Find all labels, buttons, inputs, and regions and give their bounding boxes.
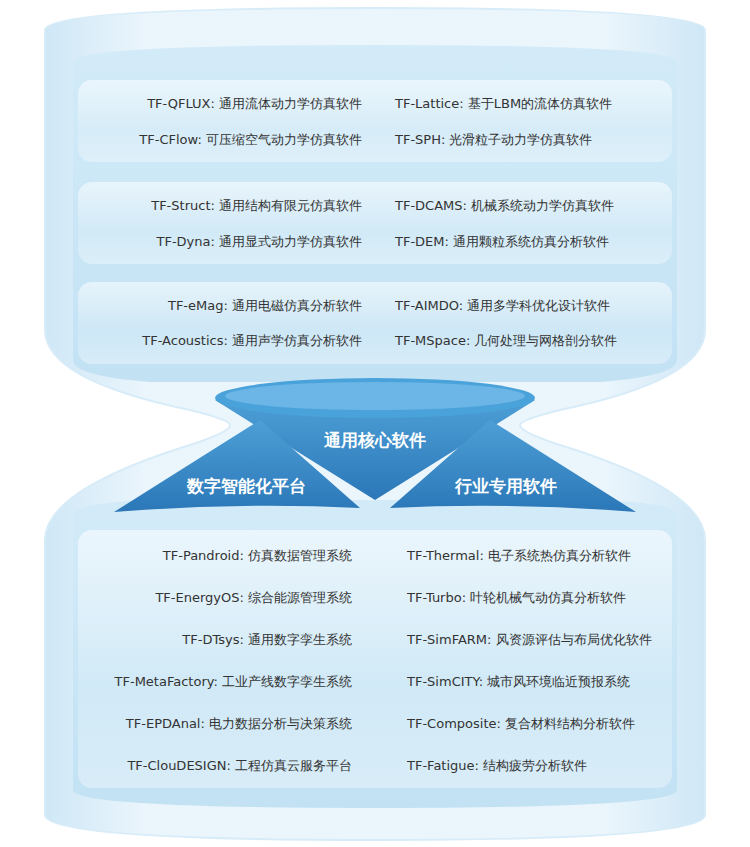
disk-top <box>215 378 535 418</box>
software-item: TF-Thermal: 电子系统热仿真分析软件 <box>407 548 631 564</box>
software-item: TF-Dyna: 通用显式动力学仿真软件 <box>156 234 362 250</box>
software-item: TF-MSpace: 几何处理与网格剖分软件 <box>395 333 617 349</box>
left-triangle <box>114 420 360 512</box>
software-item: TF-CFlow: 可压缩空气动力学仿真软件 <box>139 132 362 148</box>
software-item: TF-SimCITY: 城市风环境临近预报系统 <box>407 674 630 690</box>
software-item: TF-Composite: 复合材料结构分析软件 <box>407 716 635 732</box>
software-item: TF-DCAMS: 机械系统动力学仿真软件 <box>395 198 614 214</box>
software-item: TF-Acoustics: 通用声学仿真分析软件 <box>142 333 362 349</box>
category-shape: 数字智能化平台 <box>108 416 370 514</box>
category-label: 行业专用软件 <box>455 476 557 496</box>
software-band: TF-eMag: 通用电磁仿真分析软件 TF-AIMDO: 通用多学科优化设计软件… <box>78 282 672 364</box>
software-item: TF-QFLUX: 通用流体动力学仿真软件 <box>147 96 362 112</box>
software-item: TF-AIMDO: 通用多学科优化设计软件 <box>395 298 610 314</box>
software-item: TF-Turbo: 叶轮机械气动仿真分析软件 <box>407 590 626 606</box>
software-item: TF-eMag: 通用电磁仿真分析软件 <box>168 298 362 314</box>
software-item: TF-DEM: 通用颗粒系统仿真分析软件 <box>395 234 609 250</box>
category-shape: 行业专用软件 <box>380 416 642 514</box>
category-label: 数字智能化平台 <box>187 476 306 496</box>
software-item: TF-SPH: 光滑粒子动力学仿真软件 <box>395 132 593 148</box>
software-item: TF-Pandroid: 仿真数据管理系统 <box>163 548 352 564</box>
software-item: TF-EPDAnal: 电力数据分析与决策系统 <box>126 716 352 732</box>
disk-highlight <box>225 382 525 410</box>
software-band: TF-Struct: 通用结构有限元仿真软件 TF-DCAMS: 机械系统动力学仿… <box>78 182 672 264</box>
software-item: TF-DTsys: 通用数字孪生系统 <box>182 632 352 648</box>
software-band: TF-QFLUX: 通用流体动力学仿真软件 TF-Lattice: 基于LBM的流… <box>78 80 672 162</box>
shape-outline <box>380 416 642 514</box>
software-band: TF-Pandroid: 仿真数据管理系统 TF-Thermal: 电子系统热仿真… <box>78 530 672 788</box>
software-item: TF-Lattice: 基于LBM的流体仿真软件 <box>395 96 612 112</box>
shape-outline <box>108 416 370 514</box>
software-item: TF-SimFARM: 风资源评估与布局优化软件 <box>407 632 652 648</box>
software-item: TF-EnergyOS: 综合能源管理系统 <box>155 590 352 606</box>
software-item: TF-Fatigue: 结构疲劳分析软件 <box>407 758 587 774</box>
software-item: TF-MetaFactory: 工业产线数字孪生系统 <box>115 674 352 690</box>
category-label: 通用核心软件 <box>324 430 426 450</box>
software-item: TF-Struct: 通用结构有限元仿真软件 <box>151 198 362 214</box>
software-item: TF-ClouDESIGN: 工程仿真云服务平台 <box>127 758 352 774</box>
right-triangle <box>390 420 636 512</box>
